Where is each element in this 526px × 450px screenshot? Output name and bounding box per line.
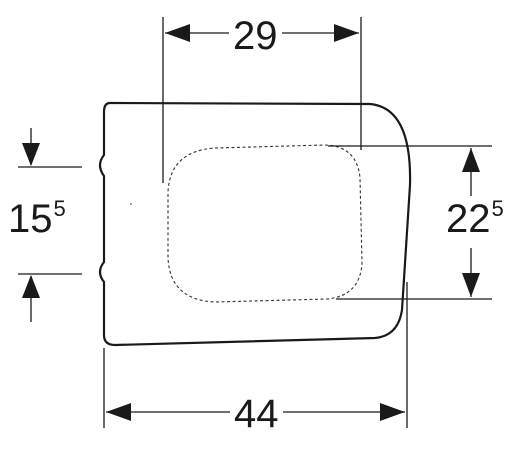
label-bottom-width: 44	[230, 394, 283, 434]
seat-outline	[98, 101, 412, 347]
label-right-depth: 225	[446, 196, 504, 241]
left-spacing-superscript: 5	[53, 196, 66, 221]
arrow-right	[380, 403, 405, 421]
arrow-up	[22, 275, 40, 298]
arrow-up	[462, 148, 480, 172]
label-left-spacing: 155	[8, 196, 66, 241]
bottom-width-value: 44	[234, 392, 279, 436]
arrow-down	[22, 143, 40, 166]
arrow-left	[106, 403, 131, 421]
left-spacing-value: 15	[8, 197, 53, 241]
dimension-left	[18, 128, 82, 322]
arrow-left	[165, 24, 190, 42]
right-depth-value: 22	[446, 197, 491, 241]
right-depth-superscript: 5	[491, 196, 504, 221]
speck	[130, 203, 132, 205]
arrow-down	[462, 273, 480, 297]
seat-opening-dashed	[167, 144, 363, 303]
arrow-right	[334, 24, 359, 42]
dimension-right	[328, 145, 492, 300]
label-top-width: 29	[229, 16, 282, 56]
top-width-value: 29	[233, 14, 278, 58]
